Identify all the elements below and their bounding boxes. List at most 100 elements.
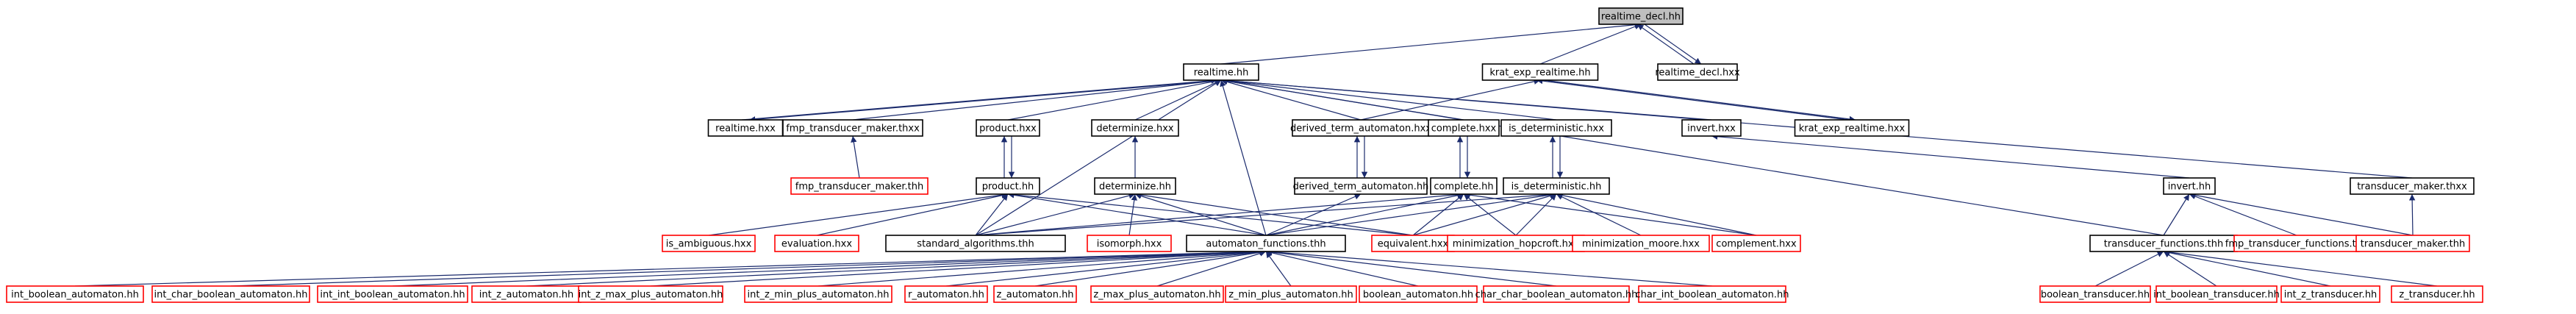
node-box xyxy=(1794,119,1910,137)
node-box xyxy=(1572,235,1710,252)
edge-comp-complhxx xyxy=(1463,192,1757,236)
node-dethxx[interactable]: determinize.hxx xyxy=(1091,119,1179,137)
node-tmthxx[interactable]: transducer_maker.thxx xyxy=(2350,177,2475,195)
node-fmptf[interactable]: fmp_transducer_functions.thh xyxy=(2225,235,2368,252)
node-a11[interactable]: boolean_automaton.hh xyxy=(1359,285,1478,303)
node-a13[interactable]: char_int_boolean_automaton.hh xyxy=(1636,285,1789,303)
node-tmthh[interactable]: transducer_maker.thh xyxy=(2355,235,2470,252)
node-t2[interactable]: int_boolean_transducer.hh xyxy=(2153,285,2280,303)
edge-kerhxx-ker xyxy=(1543,79,1856,123)
node-equiv[interactable]: equivalent.hxx xyxy=(1371,235,1455,252)
node-isohxx[interactable]: isomorph.hxx xyxy=(1087,235,1172,252)
node-a3[interactable]: int_int_boolean_automaton.hh xyxy=(317,285,468,303)
edge-dta-autfun xyxy=(1265,193,1362,236)
edge-comp-stdalg xyxy=(975,191,1464,236)
edge-isdet-equiv xyxy=(1412,193,1557,236)
node-label: char_char_boolean_automaton.hh xyxy=(1475,290,1638,301)
edge-isdet-stdalg xyxy=(975,191,1557,236)
node-label: determinize.hxx xyxy=(1096,124,1173,135)
node-autfun[interactable]: automaton_functions.thh xyxy=(1186,235,1346,252)
node-box xyxy=(1711,235,1801,252)
node-kerhxx[interactable]: krat_exp_realtime.hxx xyxy=(1794,119,1910,137)
node-box xyxy=(1657,63,1738,81)
node-box xyxy=(1598,7,1684,25)
edge-isdet-autfun xyxy=(1265,192,1557,236)
edge-rt-stdalg xyxy=(975,79,1222,236)
node-t1[interactable]: boolean_transducer.hh xyxy=(2039,285,2151,303)
node-dtahxx[interactable]: derived_term_automaton.hxx xyxy=(1290,119,1431,137)
node-isdet[interactable]: is_deterministic.hh xyxy=(1503,177,1610,195)
node-label: fmp_transducer_maker.thxx xyxy=(786,124,920,135)
node-box xyxy=(2039,285,2151,303)
edge-rt-fmptm xyxy=(852,77,1222,121)
node-a7[interactable]: r_automaton.hh xyxy=(904,285,988,303)
edge-comp-minhop xyxy=(1463,193,1517,236)
node-label: evaluation.hxx xyxy=(781,239,852,250)
node-a6[interactable]: int_z_min_plus_automaton.hh xyxy=(744,285,892,303)
node-box xyxy=(1294,177,1428,195)
node-label: int_z_min_plus_automaton.hh xyxy=(748,290,890,301)
node-evalhxx[interactable]: evaluation.hxx xyxy=(774,235,859,252)
node-label: z_transducer.hh xyxy=(2399,290,2475,301)
node-inv[interactable]: invert.hh xyxy=(2163,177,2216,195)
node-label: realtime_decl.hh xyxy=(1601,12,1681,23)
node-prod[interactable]: product.hh xyxy=(976,177,1040,195)
node-prodhxx[interactable]: product.hxx xyxy=(976,119,1040,137)
node-a10[interactable]: z_min_plus_automaton.hh xyxy=(1225,285,1357,303)
node-a4[interactable]: int_z_automaton.hh xyxy=(471,285,582,303)
edge-autfun-a3 xyxy=(392,249,1267,287)
node-rdhxx[interactable]: realtime_decl.hxx xyxy=(1655,63,1740,81)
node-label: int_z_automaton.hh xyxy=(479,290,574,301)
node-comp[interactable]: complete.hh xyxy=(1430,177,1498,195)
node-fmptmhh[interactable]: fmp_transducer_maker.thh xyxy=(790,177,929,195)
node-isdethxx[interactable]: is_deterministic.hxx xyxy=(1500,119,1612,137)
node-a12[interactable]: char_char_boolean_automaton.hh xyxy=(1475,285,1638,303)
node-label: transducer_maker.thh xyxy=(2361,239,2465,250)
edge-prod-autfun xyxy=(1007,192,1267,236)
node-dta[interactable]: derived_term_automaton.hh xyxy=(1293,177,1429,195)
node-box xyxy=(744,285,892,303)
node-tfun[interactable]: transducer_functions.thh xyxy=(2089,235,2238,252)
node-box xyxy=(6,285,144,303)
node-box xyxy=(2350,177,2475,195)
node-label: int_z_max_plus_automaton.hh xyxy=(579,290,723,301)
node-label: realtime_decl.hxx xyxy=(1655,68,1740,79)
edge-rt-rthxx xyxy=(741,77,1218,121)
node-label: product.hxx xyxy=(979,124,1037,135)
node-label: isomorph.hxx xyxy=(1097,239,1162,250)
node-label: is_ambiguous.hxx xyxy=(666,239,752,250)
node-box xyxy=(2155,285,2278,303)
node-a5[interactable]: int_z_max_plus_automaton.hh xyxy=(578,285,723,303)
node-minmoore[interactable]: minimization_moore.hxx xyxy=(1572,235,1710,252)
node-a9[interactable]: z_max_plus_automaton.hh xyxy=(1090,285,1224,303)
node-stdalg[interactable]: standard_algorithms.thh xyxy=(885,235,1066,252)
node-label: z_min_plus_automaton.hh xyxy=(1228,290,1353,301)
node-box xyxy=(885,235,1066,252)
node-a1[interactable]: int_boolean_automaton.hh xyxy=(6,285,144,303)
node-rt[interactable]: realtime.hh xyxy=(1183,63,1259,81)
edge-autfun-a4 xyxy=(526,249,1267,287)
node-label: product.hh xyxy=(982,182,1034,193)
node-label: int_int_boolean_automaton.hh xyxy=(320,290,465,301)
node-ker[interactable]: krat_exp_realtime.hh xyxy=(1481,63,1599,81)
node-t4[interactable]: z_transducer.hh xyxy=(2391,285,2483,303)
node-a2[interactable]: int_char_boolean_automaton.hh xyxy=(151,285,310,303)
node-comphxx[interactable]: complete.hxx xyxy=(1428,119,1500,137)
node-a8[interactable]: z_automaton.hh xyxy=(993,285,1077,303)
node-invhxx[interactable]: invert.hxx xyxy=(1681,119,1742,137)
node-label: int_char_boolean_automaton.hh xyxy=(154,290,308,301)
node-t3[interactable]: int_z_transducer.hh xyxy=(2280,285,2380,303)
node-complhxx[interactable]: complement.hxx xyxy=(1711,235,1801,252)
node-label: char_int_boolean_automaton.hh xyxy=(1636,290,1789,301)
node-minhop[interactable]: minimization_hopcroft.hxx xyxy=(1447,235,1585,252)
edge-det-equiv xyxy=(1134,192,1414,236)
node-rthxx[interactable]: realtime.hxx xyxy=(707,119,784,137)
node-isamb[interactable]: is_ambiguous.hxx xyxy=(662,235,756,252)
edge-rt-autfun xyxy=(1220,79,1267,236)
node-det[interactable]: determinize.hh xyxy=(1094,177,1176,195)
edge-tfun-t4 xyxy=(2163,249,2438,287)
node-fmptm[interactable]: fmp_transducer_maker.thxx xyxy=(782,119,923,137)
edge-autfun-a11 xyxy=(1265,249,1419,287)
edge-rt-dethxx xyxy=(1134,79,1222,121)
